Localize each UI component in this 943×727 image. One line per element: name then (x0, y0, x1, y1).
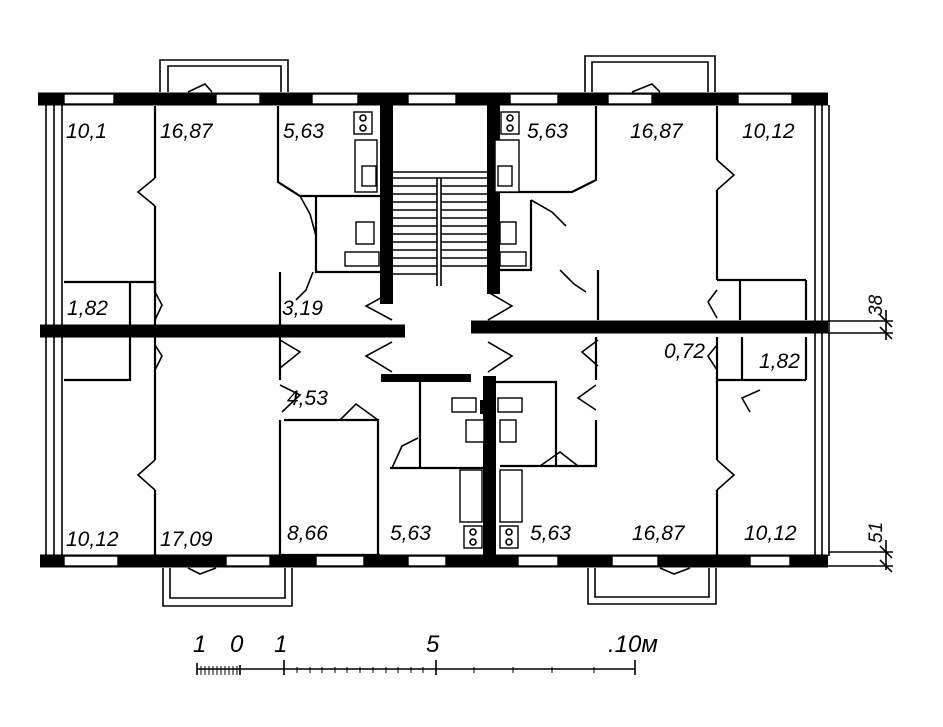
room-area-label: 5,63 (390, 522, 431, 545)
windows (63, 93, 793, 567)
room-area-label: 16,87 (160, 120, 214, 143)
room-area-label: 1,82 (67, 297, 108, 320)
room-area-label: 5,63 (530, 522, 571, 545)
scale-tick-label: .10м (608, 631, 658, 658)
room-labels: 10,1 16,87 5,63 5,63 16,87 10,12 1,82 3,… (66, 120, 800, 551)
dimension-label: 51 (866, 522, 887, 543)
room-area-label: 10,1 (66, 120, 107, 143)
scale-tick-label: 0 (230, 631, 244, 658)
staircase (393, 171, 487, 286)
room-area-label: 3,19 (282, 297, 323, 320)
door-swings (136, 83, 761, 575)
room-area-label: 8,66 (287, 522, 328, 545)
partitions (64, 106, 808, 557)
scale-tick-label: 1 (193, 631, 206, 658)
exterior-walls (38, 92, 830, 568)
fixtures (344, 111, 527, 549)
room-area-label: 1,82 (759, 350, 800, 373)
dimension-label: 38 (866, 294, 887, 316)
room-area-label: 10,12 (742, 120, 795, 143)
room-area-label: 10,12 (66, 528, 119, 551)
scale-bar: 1 0 1 5 .10м (193, 631, 658, 675)
scale-tick-label: 1 (274, 631, 287, 658)
scale-tick-label: 5 (426, 631, 440, 658)
room-area-label: 5,63 (283, 120, 324, 143)
room-area-label: 16,87 (632, 522, 686, 545)
room-area-label: 16,87 (630, 120, 684, 143)
room-area-label: 0,72 (664, 340, 705, 363)
room-area-label: 17,09 (160, 528, 213, 551)
balconies (159, 55, 717, 607)
room-area-label: 5,63 (527, 120, 568, 143)
room-area-label: 10,12 (744, 522, 797, 545)
room-area-label: 4,53 (287, 387, 328, 410)
dimension-markers (828, 310, 893, 573)
